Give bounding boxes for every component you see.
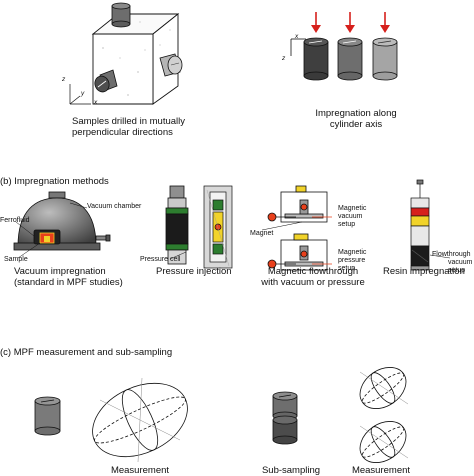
callout-magnetic-pressure-2: pressure <box>338 257 366 264</box>
caption-drilled-line2: perpendicular directions <box>72 127 173 138</box>
callout-magnetic-pressure-1: Magnetic <box>338 249 367 256</box>
callout-magnetic-vacuum-1: Magnetic <box>338 205 367 212</box>
callout-ferrofluid: Ferrofluid <box>0 217 30 224</box>
callout-magnetic-vacuum-2: vacuum <box>338 213 363 220</box>
caption-vacuum-impregnation-line1: Vacuum impregnation <box>14 266 106 277</box>
callout-flowthrough-3: setup <box>448 267 466 274</box>
axis-z-label-right: z <box>282 55 286 62</box>
section-title-c: (c) MPF measurement and sub-sampling <box>0 347 173 358</box>
caption-resin-impregnation: Resin impregnation <box>383 266 465 277</box>
callout-magnetic-pressure-3: setup <box>338 265 356 272</box>
callout-vacuum-chamber: Vacuum chamber <box>87 203 142 210</box>
callout-magnetic-vacuum-3: setup <box>338 221 356 228</box>
caption-measurement-2: Measurement <box>351 465 411 476</box>
caption-drilled-line1: Samples drilled in mutually <box>72 116 185 127</box>
section-title-b: (b) Impregnation methods <box>0 176 109 187</box>
axis-y-label: y <box>81 90 85 97</box>
callout-sample: Sample <box>4 256 28 263</box>
caption-impregnation-axis-line2: cylinder axis <box>329 119 383 130</box>
caption-magnetic-flowthrough-line1: Magnetic flowthrough <box>267 266 359 277</box>
callout-pressure-cell: Pressure cell <box>140 256 181 263</box>
caption-sub-sampling: Sub-sampling <box>261 465 321 476</box>
callout-flowthrough-1: Flowthrough <box>432 251 471 258</box>
axis-x-label-right: x <box>295 33 299 40</box>
caption-impregnation-axis-line1: Impregnation along <box>315 108 397 119</box>
callout-magnet: Magnet <box>250 230 274 237</box>
axis-z-label: z <box>62 76 66 83</box>
callout-flowthrough-2: vacuum <box>448 259 473 266</box>
caption-vacuum-impregnation-line2: (standard in MPF studies) <box>14 277 123 288</box>
caption-measurement-1: Measurement <box>110 465 170 476</box>
axis-x-label: x <box>94 99 98 106</box>
caption-magnetic-flowthrough-line2: with vacuum or pressure <box>261 277 365 288</box>
caption-pressure-injection: Pressure injection <box>156 266 232 277</box>
